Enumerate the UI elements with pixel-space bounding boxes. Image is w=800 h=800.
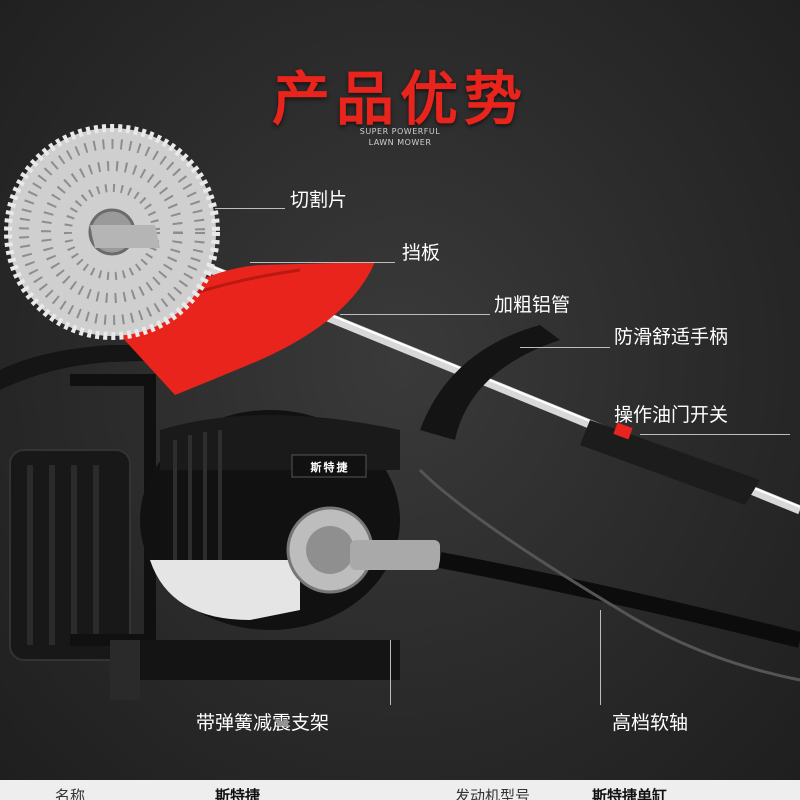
page-subtitle: SUPER POWERFUL LAWN MOWER bbox=[0, 126, 800, 148]
spec-name-label: 名称 bbox=[55, 787, 86, 800]
engine bbox=[140, 410, 440, 630]
blade-label: 切割片 bbox=[290, 189, 348, 211]
subtitle-line-2: LAWN MOWER bbox=[368, 138, 432, 147]
guard-callout-line bbox=[250, 262, 395, 263]
tube-label: 加粗铝管 bbox=[494, 294, 571, 316]
guard-label: 挡板 bbox=[402, 242, 441, 264]
engine-brand-badge: 斯特捷 bbox=[310, 461, 350, 474]
blade-callout-line bbox=[215, 208, 285, 209]
throttle-label: 操作油门开关 bbox=[614, 404, 729, 426]
spec-name-value: 斯特捷 bbox=[215, 787, 261, 800]
spec-engine-label: 发动机型号 bbox=[455, 787, 531, 800]
shaft-label: 高档软轴 bbox=[612, 712, 689, 734]
grip-handle bbox=[420, 325, 560, 440]
frame-label: 带弹簧减震支架 bbox=[196, 712, 330, 734]
backpack-frame bbox=[0, 345, 400, 700]
throttle-grip bbox=[580, 420, 760, 505]
throttle-cable bbox=[418, 468, 800, 682]
page-title: 产品优势 bbox=[271, 65, 528, 133]
tube-callout-line bbox=[340, 314, 490, 315]
handle-label: 防滑舒适手柄 bbox=[614, 326, 729, 348]
shaft-callout-line bbox=[600, 610, 601, 705]
handle-callout-line bbox=[520, 347, 610, 348]
throttle-callout-line bbox=[640, 434, 790, 435]
subtitle-line-1: SUPER POWERFUL bbox=[359, 127, 441, 136]
spec-table-strip: 名称 斯特捷 发动机型号 斯特捷单缸 bbox=[0, 780, 800, 800]
spec-engine-value: 斯特捷单缸 bbox=[592, 787, 668, 800]
frame-callout-line bbox=[390, 640, 391, 705]
flexible-shaft bbox=[438, 552, 800, 648]
